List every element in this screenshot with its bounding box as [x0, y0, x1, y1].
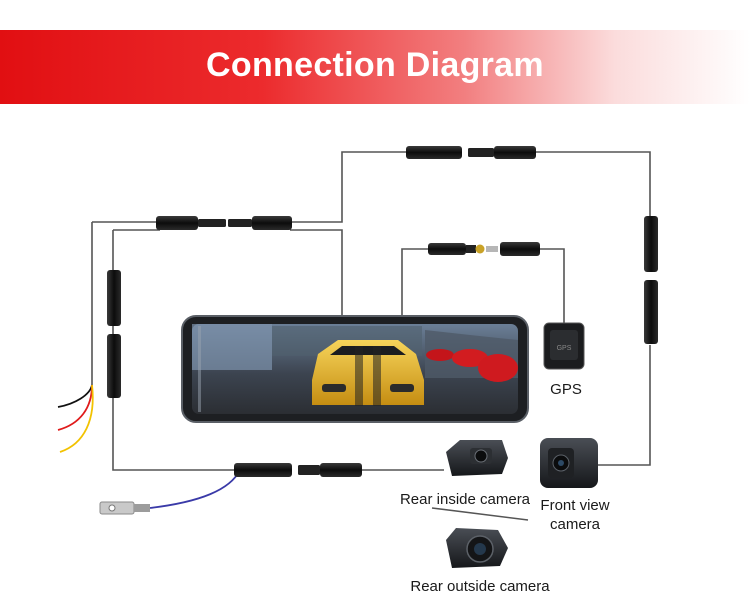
wire-red — [57, 384, 93, 431]
rear-outside-camera — [446, 528, 508, 568]
title-banner: Connection Diagram — [0, 30, 750, 104]
mirror-left-cable — [290, 229, 343, 320]
wire-black — [57, 384, 93, 408]
gps-module: GPS — [543, 322, 585, 370]
connector — [486, 246, 498, 252]
gps-cable — [401, 248, 430, 320]
connectors — [107, 146, 658, 477]
connector — [298, 465, 320, 475]
connector — [428, 243, 466, 255]
top-right-cable — [535, 151, 651, 218]
connector — [234, 463, 292, 477]
gold-connector — [475, 244, 485, 254]
terminal-plug — [99, 501, 150, 515]
mirror-monitor — [181, 315, 529, 423]
connector — [500, 242, 540, 256]
connector — [406, 146, 462, 159]
power-cable — [91, 221, 160, 385]
front-view-camera-label: Front view camera — [540, 497, 610, 533]
rear-inside-camera-label: Rear inside camera — [399, 491, 531, 508]
cable-routing — [91, 151, 651, 521]
rear-outside-camera-label: Rear outside camera — [410, 578, 550, 595]
connector — [198, 219, 226, 227]
connector — [466, 245, 476, 253]
connector — [107, 334, 121, 398]
connector — [228, 219, 252, 227]
gps-cable-right — [540, 248, 565, 325]
rear-inside-camera — [446, 440, 508, 476]
connector — [468, 148, 494, 157]
connector — [644, 216, 658, 272]
svg-text:GPS: GPS — [557, 345, 572, 352]
connector — [644, 280, 658, 344]
connector — [494, 146, 536, 159]
top-cable — [290, 151, 408, 223]
connector — [252, 216, 292, 230]
front-cable — [596, 345, 651, 466]
gps-label: GPS — [550, 381, 582, 398]
rear-outside-cable — [431, 507, 529, 521]
connector — [107, 270, 121, 326]
page-title: Connection Diagram — [206, 46, 544, 84]
wire-yellow — [59, 384, 94, 453]
front-view-camera — [540, 438, 598, 488]
wire-blue — [149, 469, 241, 509]
connector — [156, 216, 198, 230]
connector — [320, 463, 362, 477]
